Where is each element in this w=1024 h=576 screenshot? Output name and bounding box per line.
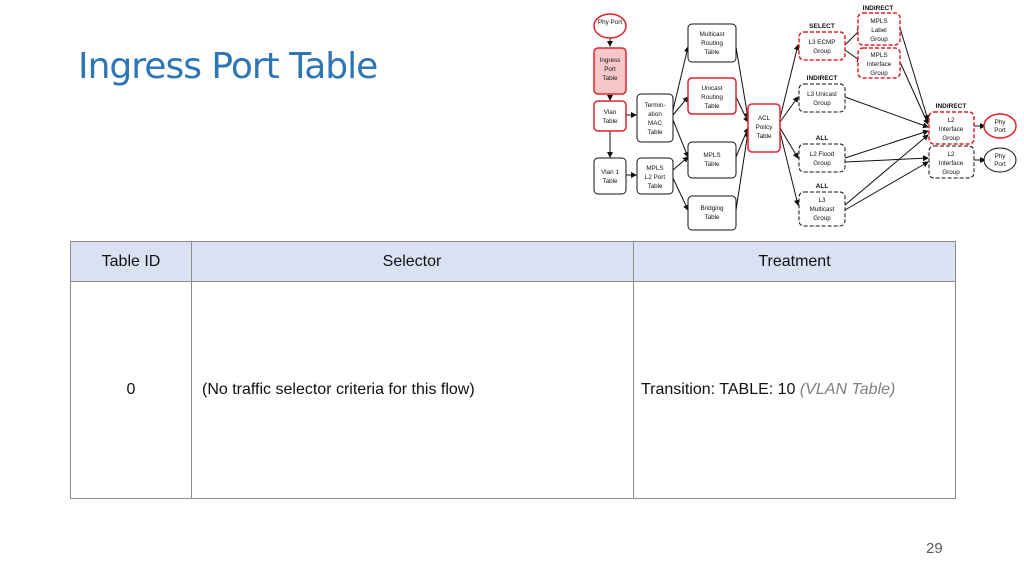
- svg-text:MPLS: MPLS: [646, 165, 663, 172]
- svg-text:Routing: Routing: [701, 40, 723, 47]
- openflow-pipeline-diagram: Phy Port Ingress Port Table Vlan Table V…: [593, 5, 1017, 231]
- cell-table-id: 0: [70, 281, 192, 499]
- table-row: 0 (No traffic selector criteria for this…: [70, 281, 956, 499]
- acl-policy-table-node: ACL Policy Table: [747, 103, 781, 153]
- svg-text:Group: Group: [813, 48, 831, 55]
- svg-text:Multicast: Multicast: [700, 31, 725, 38]
- svg-text:Port: Port: [604, 66, 616, 73]
- ingress-phy-port-node: Phy Port: [593, 13, 627, 39]
- svg-text:Group: Group: [813, 160, 831, 167]
- l3-multicast-group-node: L3 Multicast Group: [798, 191, 846, 227]
- cell-selector: (No traffic selector criteria for this f…: [191, 281, 634, 499]
- svg-text:Termin-: Termin-: [645, 102, 666, 109]
- svg-text:Phy: Phy: [995, 119, 1007, 126]
- svg-text:Phy: Phy: [995, 153, 1007, 160]
- svg-text:L2: L2: [947, 151, 955, 158]
- multicast-routing-table-node: Multicast Routing Table: [687, 23, 737, 63]
- termination-mac-table-node: Termin- ation MAC Table: [636, 93, 674, 143]
- mpls-label-group-node: MPLS Label Group: [857, 12, 901, 46]
- treatment-text: Transition: TABLE: 10: [641, 381, 796, 398]
- svg-text:L3: L3: [818, 197, 826, 204]
- table-header-row: Table ID Selector Treatment: [70, 241, 956, 282]
- svg-text:Unicast: Unicast: [702, 85, 723, 92]
- l2-flood-group-node: L2 Flood Group: [798, 143, 846, 173]
- l3-unicast-group-node: L3 Unicast Group: [798, 83, 846, 113]
- unicast-routing-table-node: Unicast Routing Table: [687, 77, 737, 115]
- svg-text:Table: Table: [704, 214, 720, 221]
- svg-text:L2 Port: L2 Port: [645, 174, 666, 181]
- l2-interface-group-node-1: L2 Interface Group: [928, 111, 975, 145]
- cell-treatment: Transition: TABLE: 10 (VLAN Table): [633, 281, 956, 499]
- svg-text:L3 Unicast: L3 Unicast: [807, 91, 837, 98]
- svg-text:Port: Port: [994, 161, 1006, 168]
- column-header-table-id: Table ID: [70, 241, 192, 282]
- svg-text:Policy: Policy: [756, 124, 774, 131]
- svg-text:Interface: Interface: [939, 160, 964, 167]
- svg-text:Table: Table: [756, 133, 772, 140]
- svg-text:Bridging: Bridging: [700, 205, 724, 212]
- svg-text:Interface: Interface: [939, 126, 964, 133]
- mpls-table-node: MPLS Table: [687, 141, 737, 179]
- svg-text:L2: L2: [947, 117, 955, 124]
- treatment-note: (VLAN Table): [799, 381, 896, 398]
- svg-text:MPLS: MPLS: [703, 152, 720, 159]
- svg-text:Group: Group: [870, 36, 888, 43]
- mpls-l2-port-table-node: MPLS L2 Port Table: [636, 157, 674, 195]
- svg-text:Vlan 1: Vlan 1: [601, 169, 619, 176]
- egress-phy-port-node-1: Phy Port: [983, 113, 1017, 139]
- svg-text:Phy Port: Phy Port: [598, 19, 622, 26]
- column-header-selector: Selector: [191, 241, 634, 282]
- svg-text:MPLS: MPLS: [870, 52, 887, 59]
- svg-text:Vlan: Vlan: [604, 109, 617, 116]
- svg-text:Table: Table: [602, 178, 618, 185]
- column-header-treatment: Treatment: [633, 241, 956, 282]
- all-label-1: ALL: [816, 135, 829, 142]
- l3-ecmp-group-node: L3 ECMP Group: [798, 31, 846, 61]
- vlan-table-node: Vlan Table: [593, 100, 627, 132]
- svg-text:L3 ECMP: L3 ECMP: [809, 39, 836, 46]
- svg-text:Group: Group: [942, 135, 960, 142]
- vlan1-table-node: Vlan 1 Table: [593, 157, 627, 195]
- svg-text:Multicast: Multicast: [810, 206, 835, 213]
- svg-text:Table: Table: [602, 118, 618, 125]
- svg-text:Table: Table: [704, 49, 720, 56]
- page-number: 29: [926, 540, 943, 557]
- all-label-2: ALL: [816, 183, 829, 190]
- svg-text:Group: Group: [870, 70, 888, 77]
- indirect-label-right: INDIRECT: [936, 103, 967, 110]
- svg-text:Label: Label: [871, 27, 886, 34]
- indirect-label-mid: INDIRECT: [807, 75, 838, 82]
- svg-text:MPLS: MPLS: [870, 18, 887, 25]
- egress-phy-port-node-2: Phy Port: [983, 147, 1017, 173]
- ingress-port-table-node: Ingress Port Table: [593, 47, 627, 95]
- svg-text:Table: Table: [647, 183, 663, 190]
- bridging-table-node: Bridging Table: [687, 195, 737, 231]
- svg-text:Routing: Routing: [701, 94, 723, 101]
- l2-interface-group-node-2: L2 Interface Group: [928, 145, 975, 179]
- select-label: SELECT: [809, 23, 835, 30]
- indirect-label-top: INDIRECT: [863, 5, 894, 12]
- svg-text:Port: Port: [994, 127, 1006, 134]
- svg-text:Ingress: Ingress: [600, 57, 621, 64]
- svg-text:Group: Group: [813, 100, 831, 107]
- svg-text:L2 Flood: L2 Flood: [810, 151, 835, 158]
- svg-text:Table: Table: [602, 75, 618, 82]
- svg-text:Group: Group: [813, 215, 831, 222]
- svg-text:ACL: ACL: [758, 115, 771, 122]
- svg-text:Table: Table: [704, 103, 720, 110]
- slide-title: Ingress Port Table: [78, 46, 378, 87]
- svg-text:Table: Table: [647, 129, 663, 136]
- ingress-port-flow-table: Table ID Selector Treatment 0 (No traffi…: [70, 241, 956, 499]
- svg-text:Table: Table: [704, 161, 720, 168]
- svg-text:ation: ation: [648, 111, 662, 118]
- svg-text:Interface: Interface: [867, 61, 892, 68]
- svg-text:MAC: MAC: [648, 120, 662, 127]
- svg-text:Group: Group: [942, 169, 960, 176]
- mpls-interface-group-node: MPLS Interface Group: [857, 47, 901, 79]
